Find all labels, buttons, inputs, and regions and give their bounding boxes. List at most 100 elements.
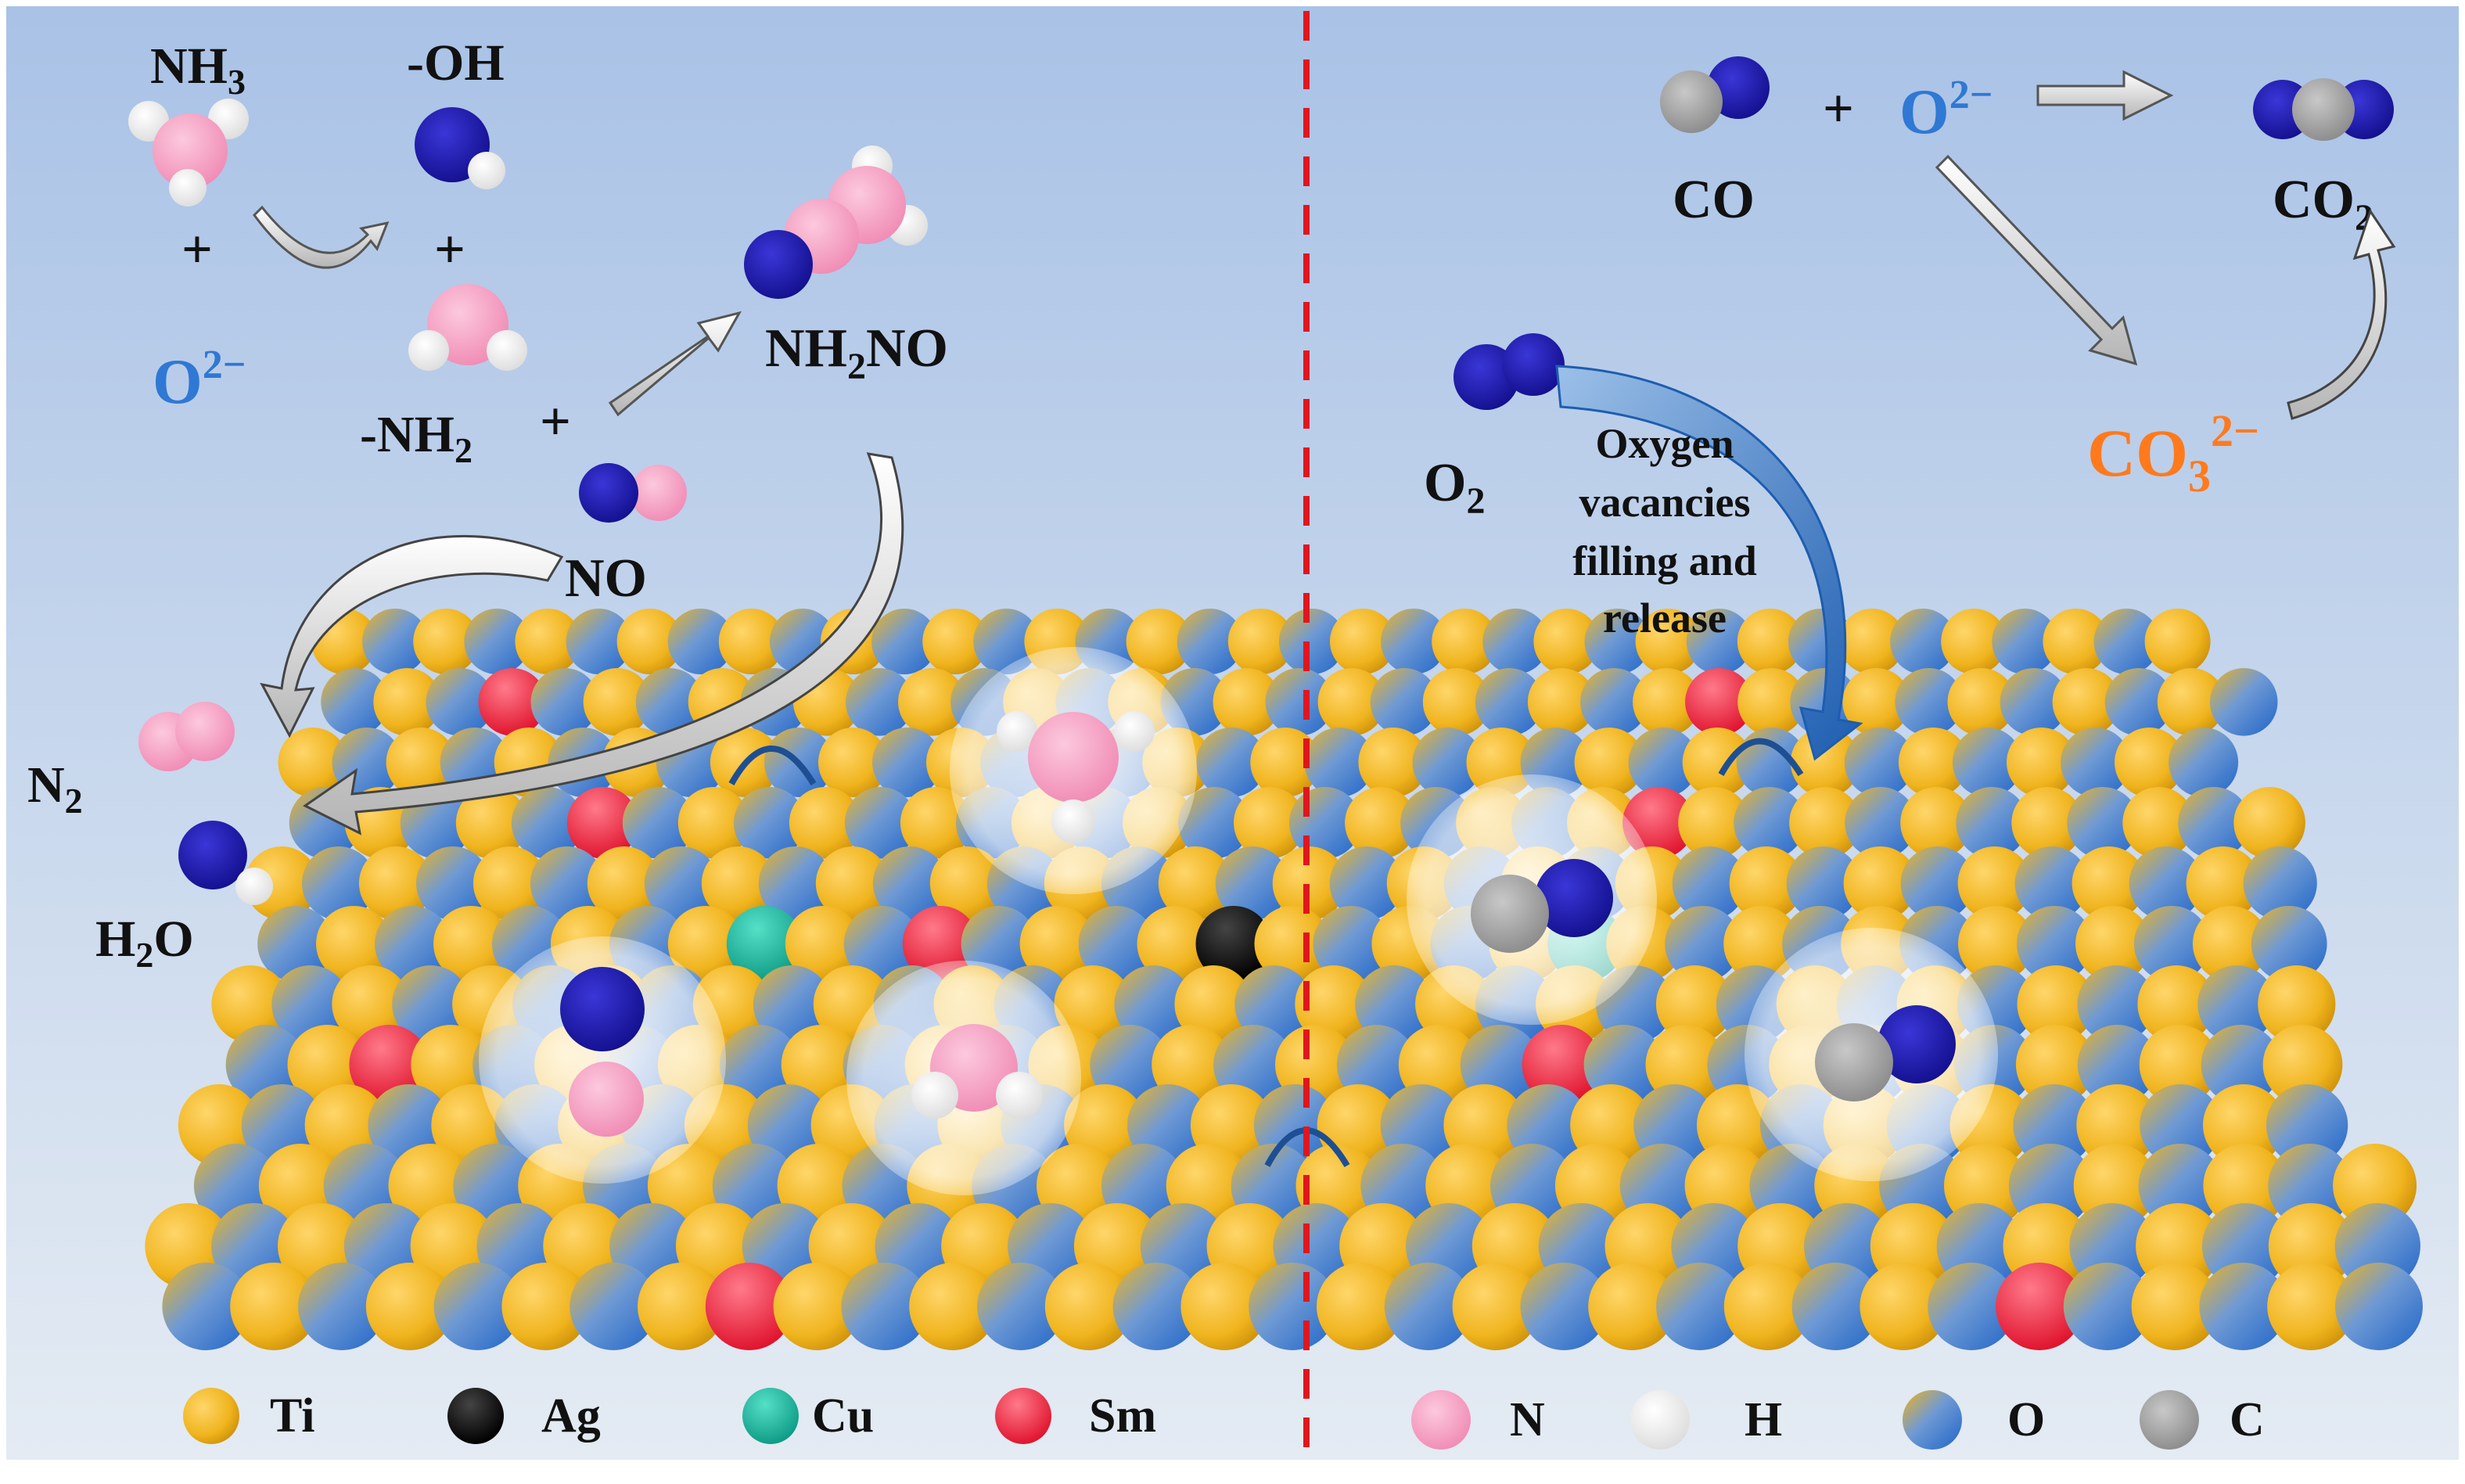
lattice-atom: [1158, 846, 1232, 921]
lattice-atom: [841, 1263, 929, 1350]
h2o-molecule: [178, 821, 273, 905]
lattice-atom: [1588, 1263, 1676, 1350]
lattice-atom: [701, 846, 776, 921]
curved-arrow-no-n2: [260, 534, 564, 738]
lattice-atom: [332, 965, 410, 1044]
nh2-molecule: [408, 284, 527, 371]
lattice-atom: [1452, 1263, 1540, 1350]
lattice-atom: [2262, 1025, 2343, 1105]
lattice-atom: [375, 906, 451, 982]
lattice-atom: [413, 609, 480, 674]
lattice-atom: [2093, 609, 2160, 674]
lattice-atom: [2199, 1263, 2287, 1350]
lattice-atom: [1112, 1263, 1201, 1350]
oh-molecule: [415, 107, 505, 189]
lattice-atom: [2209, 668, 2278, 736]
legend-item-sm: Sm: [995, 1388, 1156, 1444]
legend-swatch-c: [2140, 1390, 2199, 1450]
arrow-to-carbonate: [1935, 154, 2138, 366]
adsorbed-co-1: [1471, 859, 1613, 953]
o2-minus-left: O2−: [153, 343, 246, 417]
lattice-atom: [1358, 728, 1428, 797]
lattice-atom: [1137, 906, 1213, 982]
lattice-atom: [1174, 965, 1252, 1044]
lattice-atom: [2122, 787, 2194, 859]
co-molecule: [1660, 56, 1770, 133]
lattice-atom: [1957, 846, 2032, 921]
lattice-atom: [2000, 668, 2068, 736]
lattice-atom: [321, 668, 389, 736]
lattice-atom: [1898, 728, 1968, 797]
lattice-atom: [415, 846, 490, 921]
lattice-atom: [1843, 846, 1917, 921]
lattice-atom: [2201, 1025, 2281, 1105]
lattice-atom: [929, 846, 1004, 921]
lattice-atom: [1633, 668, 1701, 736]
lattice-atom: [1475, 668, 1543, 736]
lattice-atom: [638, 1263, 725, 1350]
n2-molecule: [138, 702, 235, 771]
lattice-atom: [301, 846, 376, 921]
co2-molecule: [2253, 78, 2394, 141]
lattice-atom: [2333, 1144, 2417, 1227]
lattice-atom: [1195, 906, 1272, 982]
catalyst-lattice: [145, 609, 2423, 1350]
nh2no-molecule: [744, 146, 928, 299]
lattice-atom: [1672, 846, 1746, 921]
legend-label-c: C: [2230, 1393, 2265, 1446]
arrow-to-co2: [2036, 70, 2174, 121]
lattice-atom: [726, 906, 803, 982]
carbonate-label: CO32−: [2087, 405, 2259, 501]
lattice-atom: [2251, 906, 2327, 982]
legend-label-cu: Cu: [812, 1389, 874, 1443]
legend-swatch-ti: [183, 1388, 239, 1444]
lattice-atom: [622, 787, 695, 859]
lattice-atom: [1786, 846, 1860, 921]
lattice-atom: [872, 728, 942, 797]
lattice-atom: [1635, 609, 1701, 674]
nh2-label: -NH2: [360, 406, 473, 470]
lattice-atom: [1234, 965, 1313, 1044]
vacancy-label-line-4: release: [1603, 595, 1727, 641]
lattice-atom: [2067, 787, 2139, 859]
lattice-atom: [773, 1263, 861, 1350]
lattice-atom: [1044, 1263, 1133, 1350]
lattice-atom: [872, 846, 947, 921]
lattice-atom: [1250, 728, 1321, 797]
lattice-atom: [1054, 965, 1132, 1044]
lattice-atom: [365, 1263, 454, 1350]
n2-label: N2: [27, 756, 83, 821]
lattice-atom: [2052, 668, 2121, 736]
adsorbed-nh3: [997, 711, 1155, 843]
lattice-atom: [1533, 609, 1600, 674]
lattice-atom: [1317, 668, 1386, 736]
lattice-atom: [1845, 787, 1917, 859]
lattice-atom: [1900, 846, 1975, 921]
lattice-atom: [2014, 846, 2089, 921]
lattice-atom: [515, 609, 581, 674]
lattice-atom: [2138, 1144, 2222, 1227]
lattice-atom: [667, 906, 744, 982]
lattice-atom: [1723, 906, 1800, 982]
lattice-atom: [587, 846, 662, 921]
lattice-atom: [616, 609, 683, 674]
lattice-atom: [2268, 1144, 2352, 1227]
legend-item-cu: Cu: [742, 1388, 874, 1444]
lattice-atom: [257, 906, 333, 982]
curved-arrow-nh2no-products: [303, 452, 904, 835]
lattice-atom: [1723, 1263, 1812, 1350]
curved-arrow-nh3-oh: [253, 205, 390, 269]
vacancy-label-line-2: vacancies: [1579, 479, 1751, 526]
lattice-atom: [1317, 1263, 1404, 1350]
lattice-atom: [781, 1025, 861, 1105]
lattice-atom: [843, 906, 920, 982]
lattice-atom: [667, 609, 734, 674]
lattice-atom: [1180, 1263, 1269, 1350]
h2o-label: H2O: [95, 911, 194, 975]
oh-label: -OH: [407, 34, 505, 92]
lattice-atom: [211, 965, 289, 1044]
lattice-atom: [373, 668, 441, 736]
lattice-atom: [1249, 1263, 1337, 1350]
lattice-atom: [2233, 787, 2305, 859]
lattice-atom: [2192, 906, 2269, 982]
